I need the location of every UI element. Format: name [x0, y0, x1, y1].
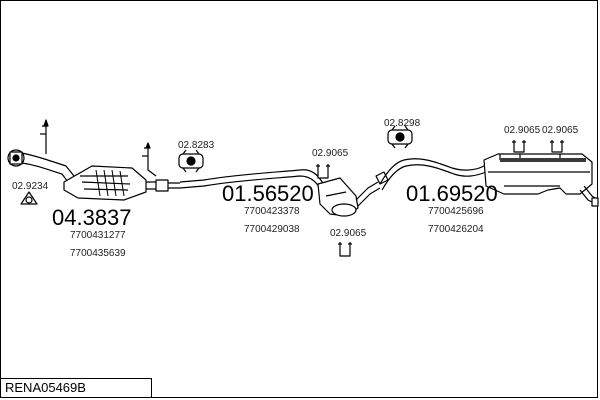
accessory-code: 02.8283 [178, 140, 215, 151]
part-number: 7700423378 [244, 206, 300, 217]
rear-pipe-assembly [379, 153, 599, 207]
accessory-code: 02.9234 [12, 181, 49, 192]
part-number: 7700429038 [244, 224, 300, 235]
accessory-code: 02.9065 [312, 148, 349, 159]
group-code: 01.56520 [222, 181, 314, 206]
hanger-icon [338, 242, 352, 257]
rubber-mount-icon [178, 149, 204, 173]
group-code: 04.3837 [52, 205, 132, 230]
accessory-code: 02.9065 [542, 125, 579, 136]
triangle-gasket-icon [20, 191, 38, 205]
accessory-code: 02.9065 [330, 228, 367, 239]
accessory-code: 02.9065 [504, 125, 541, 136]
part-number: 7700425696 [428, 206, 484, 217]
hanger-icon [550, 140, 564, 153]
part-number: 7700426204 [428, 224, 484, 235]
hanger-icon [316, 164, 330, 179]
hanger-icon [512, 140, 526, 153]
rubber-mount-icon [387, 125, 413, 149]
group-code: 01.69520 [406, 181, 498, 206]
diagram-reference: RENA05469B [0, 378, 152, 398]
part-number: 7700435639 [70, 248, 126, 259]
front-pipe-assembly [7, 119, 180, 201]
part-number: 7700431277 [70, 230, 126, 241]
labels: 02.9234 02.8283 02.9065 02.9065 02.8298 … [12, 118, 579, 259]
accessory-code: 02.8298 [384, 118, 421, 129]
